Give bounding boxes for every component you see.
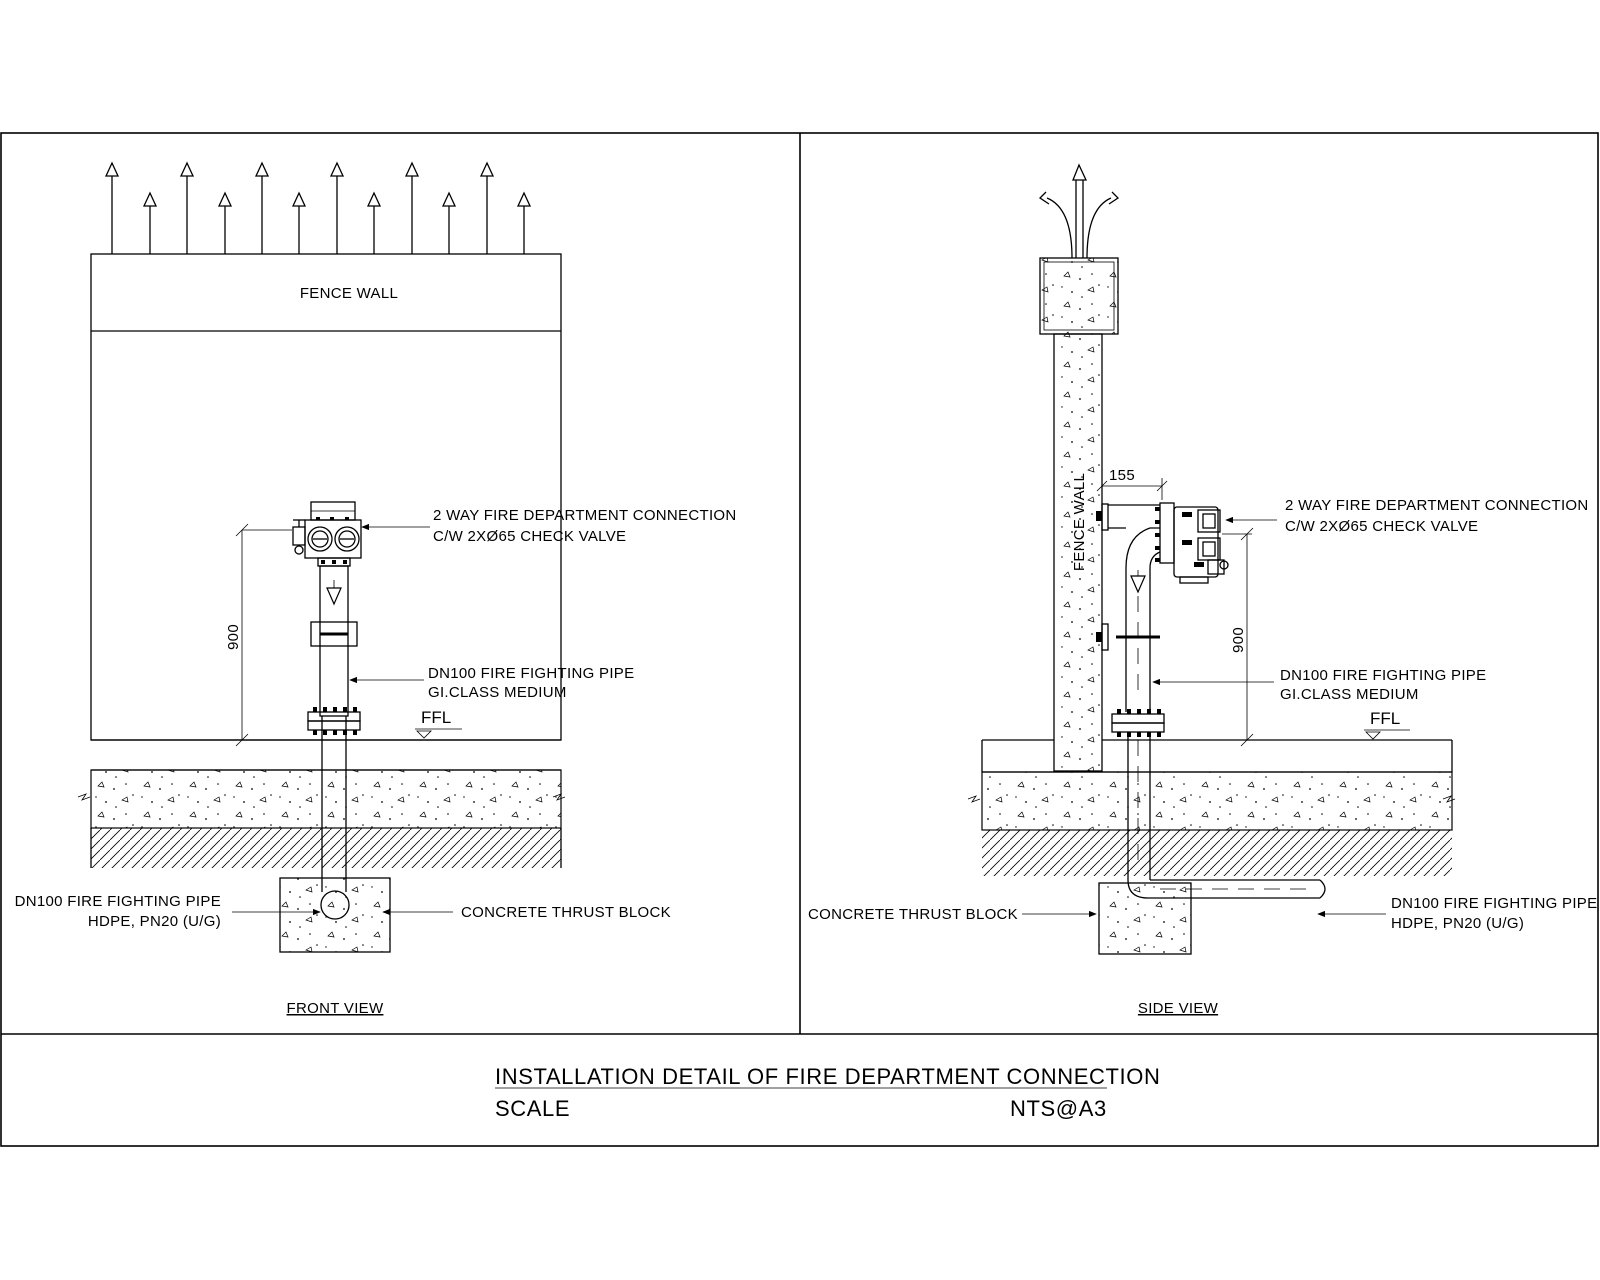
side-view: FENCE WALL [808,163,1597,1017]
side-thrust-block-label: CONCRETE THRUST BLOCK [808,906,1018,923]
side-dimension-900: 900 [1164,527,1254,747]
side-dimension-text: 900 [1230,627,1247,653]
side-leaders [1022,516,1386,918]
scale-value: NTS@A3 [1010,1096,1107,1121]
front-fdc-inlet [292,501,362,567]
sheet-frame [0,132,1599,1147]
front-fence-spikes [104,161,532,254]
front-view: FENCE WALL [15,161,737,1017]
side-fence-cap [1039,257,1119,335]
title-block: INSTALLATION DETAIL OF FIRE DEPARTMENT C… [495,1064,1160,1121]
drawing-title: INSTALLATION DETAIL OF FIRE DEPARTMENT C… [495,1064,1160,1089]
side-ground [967,739,1456,876]
side-ug-pipe-label-1: DN100 FIRE FIGHTING PIPE [1391,895,1597,912]
front-dimension-text: 900 [225,624,242,650]
front-ug-pipe-label-1: DN100 FIRE FIGHTING PIPE [15,893,221,910]
side-offset-dim-text: 155 [1109,467,1135,484]
side-fdc-label-2: C/W 2XØ65 CHECK VALVE [1285,518,1478,535]
side-ug-pipe-label-2: HDPE, PN20 (U/G) [1391,915,1524,932]
side-view-label: SIDE VIEW [1138,1000,1219,1017]
side-ffl-marker: FFL [1364,709,1410,740]
side-ffl-text: FFL [1370,709,1400,728]
front-riser-pipe [307,565,361,892]
front-pipe-label-1: DN100 FIRE FIGHTING PIPE [428,665,634,682]
front-thrust-block [279,877,391,953]
front-view-label: FRONT VIEW [287,1000,384,1017]
front-pipe-label-2: GI.CLASS MEDIUM [428,684,567,701]
side-thrust-block [1098,882,1192,955]
front-fdc-label-1: 2 WAY FIRE DEPARTMENT CONNECTION [433,507,737,524]
front-fence-wall-label: FENCE WALL [300,285,398,302]
side-riser-pipe [1096,503,1326,899]
front-fdc-label-2: C/W 2XØ65 CHECK VALVE [433,528,626,545]
scale-label: SCALE [495,1096,570,1121]
front-ug-pipe-label-2: HDPE, PN20 (U/G) [88,913,221,930]
front-ffl-marker: FFL [415,708,462,739]
side-fdc-label-1: 2 WAY FIRE DEPARTMENT CONNECTION [1285,497,1589,514]
side-dimension-155: 155 [1096,467,1168,500]
front-leaders [232,523,453,916]
side-pipe-label-1: DN100 FIRE FIGHTING PIPE [1280,667,1486,684]
side-fence-wall-label: FENCE WALL [1071,473,1088,571]
side-fdc-inlet [1155,502,1229,584]
side-fence-column [1053,333,1103,772]
front-dimension-900: 900 [225,523,300,747]
front-thrust-block-label: CONCRETE THRUST BLOCK [461,904,671,921]
front-ground [77,739,566,868]
front-ffl-text: FFL [421,708,451,727]
side-fence-spike [1038,163,1120,259]
side-pipe-label-2: GI.CLASS MEDIUM [1280,686,1419,703]
